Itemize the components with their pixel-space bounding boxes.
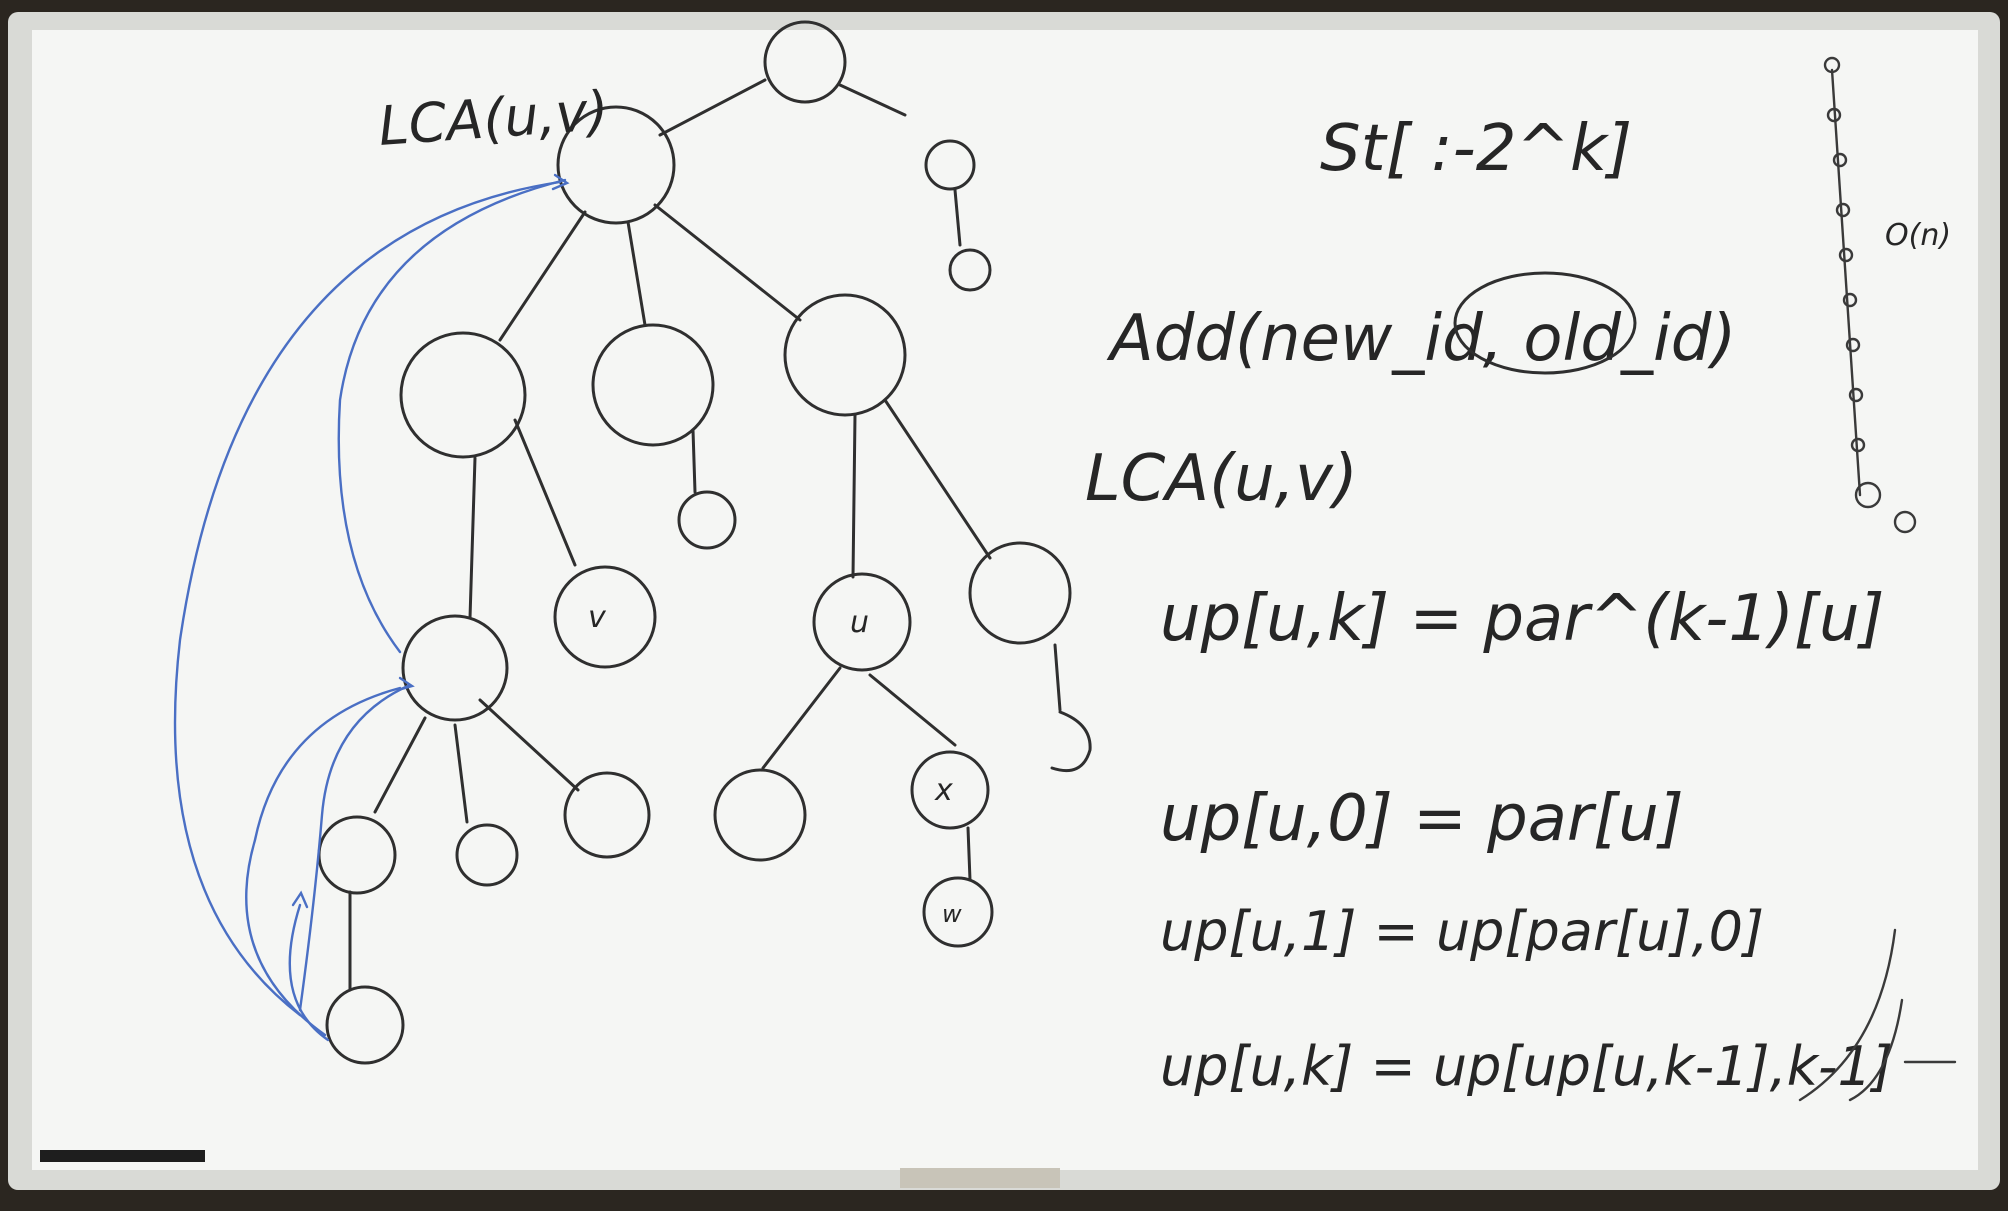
formula-up-def: up[u,k] = par^(k-1)[u] [1160,582,1885,656]
tree-node-l4-c [563,771,651,859]
tree-node-lca [556,105,676,225]
formula-add: Add(new_id, old_id) [1106,302,1736,376]
board-surface [32,30,1978,1170]
tree-node-small-b [948,248,992,292]
node-w-label: w [942,900,962,928]
tree-node-v [553,565,657,669]
tree-node-r3 [968,541,1072,645]
tree-node-l2-right [783,293,907,417]
tree-node-l5 [325,985,405,1065]
old-id-circle [1453,271,1637,375]
node-v-label: v [588,600,607,635]
tree-node-w [922,876,994,948]
formula-st: St[ :-2^k] [1320,112,1632,186]
jump-arrow-5 [173,180,562,1017]
tree-node-l2-left [399,331,527,459]
tree-node-mid-leaf [677,490,737,550]
tree-node-x [910,750,990,830]
tree-node-l2-mid [591,323,715,447]
tree-node-l4-b [455,823,519,887]
tree-node-u-left [713,768,807,862]
jump-arrow-4 [337,178,567,654]
tree-diagram: v u x w LCA(u,v) [173,20,1092,1065]
formula-lca: LCA(u,v) [1085,442,1358,516]
formula-up-0: up[u,0] = par[u] [1160,782,1684,856]
tree-node-l3-left [401,614,509,722]
formula-area: St[ :-2^k] Add(new_id, old_id) LCA(u,v) … [1085,112,1893,1098]
jump-arrow-3 [298,683,412,1012]
node-u-label: u [850,605,869,640]
marker-tray [900,1168,1060,1188]
side-note: O(n) [1885,218,1951,253]
tree-node-u [812,572,912,672]
jump-arrow-1 [288,903,330,1042]
marker-pen [40,1150,205,1162]
node-x-label: x [934,773,953,808]
tree-node-small-a [924,139,976,191]
formula-up-k: up[u,k] = up[up[u,k-1],k-1] [1160,1035,1893,1098]
jump-arrow-2 [245,686,402,1037]
formula-up-1: up[u,1] = up[par[u],0] [1160,900,1764,963]
chain-diagram: O(n) [1823,56,1951,534]
tree-node-root [763,20,847,104]
